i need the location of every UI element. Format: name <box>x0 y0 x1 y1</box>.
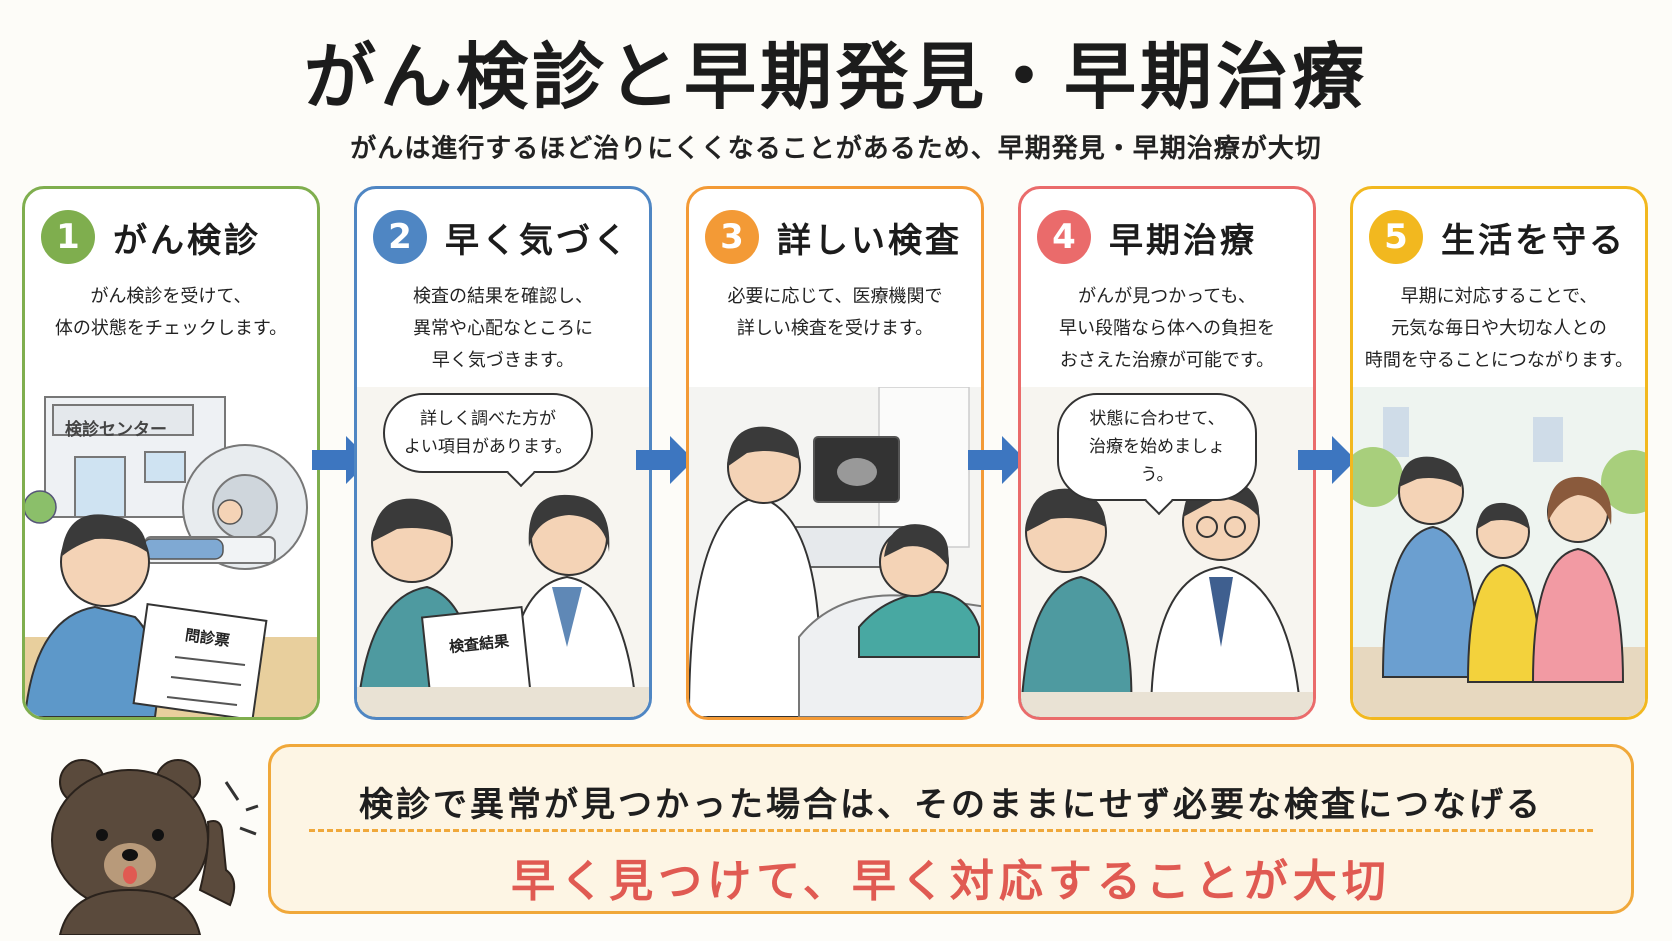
clinic-illustration: 検診センター 問診票 <box>25 387 317 717</box>
desc-line: 必要に応じて、医療機関で <box>727 286 943 307</box>
bubble-line: 詳しく調べた方が <box>420 409 556 429</box>
desc-line: 詳しい検査を受けます。 <box>736 318 934 339</box>
building-illustration <box>25 396 317 717</box>
desc-line: 体の状態をチェックします。 <box>54 318 288 339</box>
bubble-line: 状態に合わせて、 <box>1089 409 1225 429</box>
step-number: 4 <box>1037 210 1091 264</box>
step-card-5: 5 生活を守る 早期に対応することで、 元気な毎日や大切な人との 時間を守ること… <box>1350 186 1648 720</box>
desc-line: おさえた治療が可能です。 <box>1059 350 1275 371</box>
step-description: がん検診を受けて、 体の状態をチェックします。 <box>33 281 309 345</box>
step-description: 検査の結果を確認し、 異常や心配なところに 早く気づきます。 <box>365 281 641 377</box>
arrow-right-icon <box>636 436 694 484</box>
step-card-2: 2 早く気づく 検査の結果を確認し、 異常や心配なところに 早く気づきます。 詳… <box>354 186 652 720</box>
step-header: 5 生活を守る <box>1369 209 1626 265</box>
step-number: 2 <box>373 210 427 264</box>
step-title: 生活を守る <box>1441 220 1626 261</box>
step-number: 5 <box>1369 210 1423 264</box>
clinic-sign: 検診センター <box>65 420 167 440</box>
step-title: がん検診 <box>113 220 261 261</box>
desc-line: 時間を守ることにつながります。 <box>1364 350 1634 371</box>
step-header: 3 詳しい検査 <box>705 209 962 265</box>
step-header: 1 がん検診 <box>41 209 261 265</box>
desc-line: 早く気づきます。 <box>431 350 575 371</box>
desc-line: 早期に対応することで、 <box>1400 286 1598 307</box>
bubble-line: 治療を始めましょう。 <box>1089 437 1225 485</box>
step-description: がんが見つかっても、 早い段階なら体への負担を おさえた治療が可能です。 <box>1029 281 1305 377</box>
step-title: 早く気づく <box>445 220 630 261</box>
step-card-3: 3 詳しい検査 必要に応じて、医療機関で 詳しい検査を受けます。 <box>686 186 984 720</box>
step-number: 3 <box>705 210 759 264</box>
step-description: 必要に応じて、医療機関で 詳しい検査を受けます。 <box>697 281 973 345</box>
key-message-box: 検診で異常が見つかった場合は、そのままにせず必要な検査につなげる 早く見つけて、… <box>268 744 1634 914</box>
key-message: 検診で異常が見つかった場合は、そのままにせず必要な検査につなげる <box>359 785 1543 825</box>
step-title: 詳しい検査 <box>777 220 962 261</box>
step-number: 1 <box>41 210 95 264</box>
arrow-right-icon <box>1298 436 1356 484</box>
ultrasound-illustration <box>689 386 981 717</box>
desc-line: がん検診を受けて、 <box>90 286 252 307</box>
desc-line: がんが見つかっても、 <box>1078 286 1256 307</box>
emphasis-message: 早く見つけて、早く対応することが大切 <box>511 856 1391 907</box>
step-description: 早期に対応することで、 元気な毎日や大切な人との 時間を守ることにつながります。 <box>1361 281 1637 377</box>
step-card-4: 4 早期治療 がんが見つかっても、 早い段階なら体への負担を おさえた治療が可能… <box>1018 186 1316 720</box>
desc-line: 異常や心配なところに <box>413 318 593 339</box>
family-scene <box>1353 387 1645 717</box>
desc-line: 検査の結果を確認し、 <box>413 286 593 307</box>
arrow-right-icon <box>968 436 1026 484</box>
step-card-1: 1 がん検診 がん検診を受けて、 体の状態をチェックします。 <box>22 186 320 720</box>
speech-bubble: 状態に合わせて、 治療を始めましょう。 <box>1057 393 1257 501</box>
step-header: 2 早く気づく <box>373 209 630 265</box>
step-header: 4 早期治療 <box>1037 209 1257 265</box>
bear-mascot <box>51 759 259 935</box>
desc-line: 元気な毎日や大切な人との <box>1391 318 1607 339</box>
exam-illustration <box>689 386 981 717</box>
speech-bubble: 詳しく調べた方が よい項目があります。 <box>383 393 593 473</box>
desc-line: 早い段階なら体への負担を <box>1059 318 1275 339</box>
page-title: がん検診と早期発見・早期治療 <box>303 35 1368 119</box>
family-illustration <box>1353 387 1645 717</box>
page-subtitle: がんは進行するほど治りにくくなることがあるため、早期発見・早期治療が大切 <box>350 134 1322 164</box>
step-title: 早期治療 <box>1109 220 1257 261</box>
dashed-divider <box>309 829 1593 832</box>
bubble-line: よい項目があります。 <box>403 437 573 457</box>
